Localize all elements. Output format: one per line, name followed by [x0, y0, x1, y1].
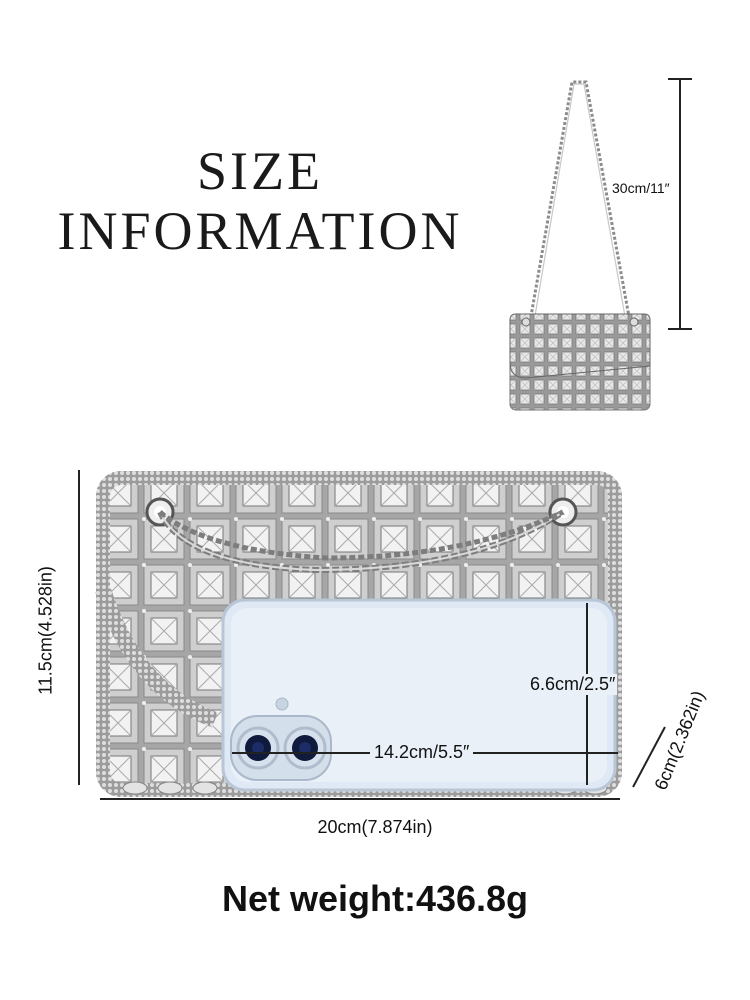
height-dimension-line [78, 470, 80, 785]
phone-width-dimension-label: 14.2cm/5.5″ [370, 742, 474, 763]
strap-dimension-label: 30cm/11″ [610, 178, 672, 198]
main-bag-image [95, 470, 625, 800]
strap-dimension-line [679, 78, 681, 330]
width-dimension-label: 20cm(7.874in) [317, 817, 433, 837]
shoulder-bag-illustration [509, 80, 651, 411]
width-dimension-line [100, 798, 620, 800]
small-bag-image [490, 70, 670, 420]
title-size: SIZE [197, 141, 323, 201]
bag-with-phone-illustration [95, 471, 622, 797]
phone-height-dimension-label: 6.6cm/2.5″ [528, 674, 618, 695]
depth-dimension-label: 6cm(2.362in) [650, 687, 709, 793]
strap-dimension-cap-top [668, 78, 692, 80]
title-information: INFORMATION [57, 201, 463, 261]
strap-dimension-cap-bottom [668, 328, 692, 330]
net-weight-text: Net weight:436.8g [221, 878, 529, 919]
height-dimension-label: 11.5cm(4.528in) [35, 566, 56, 695]
